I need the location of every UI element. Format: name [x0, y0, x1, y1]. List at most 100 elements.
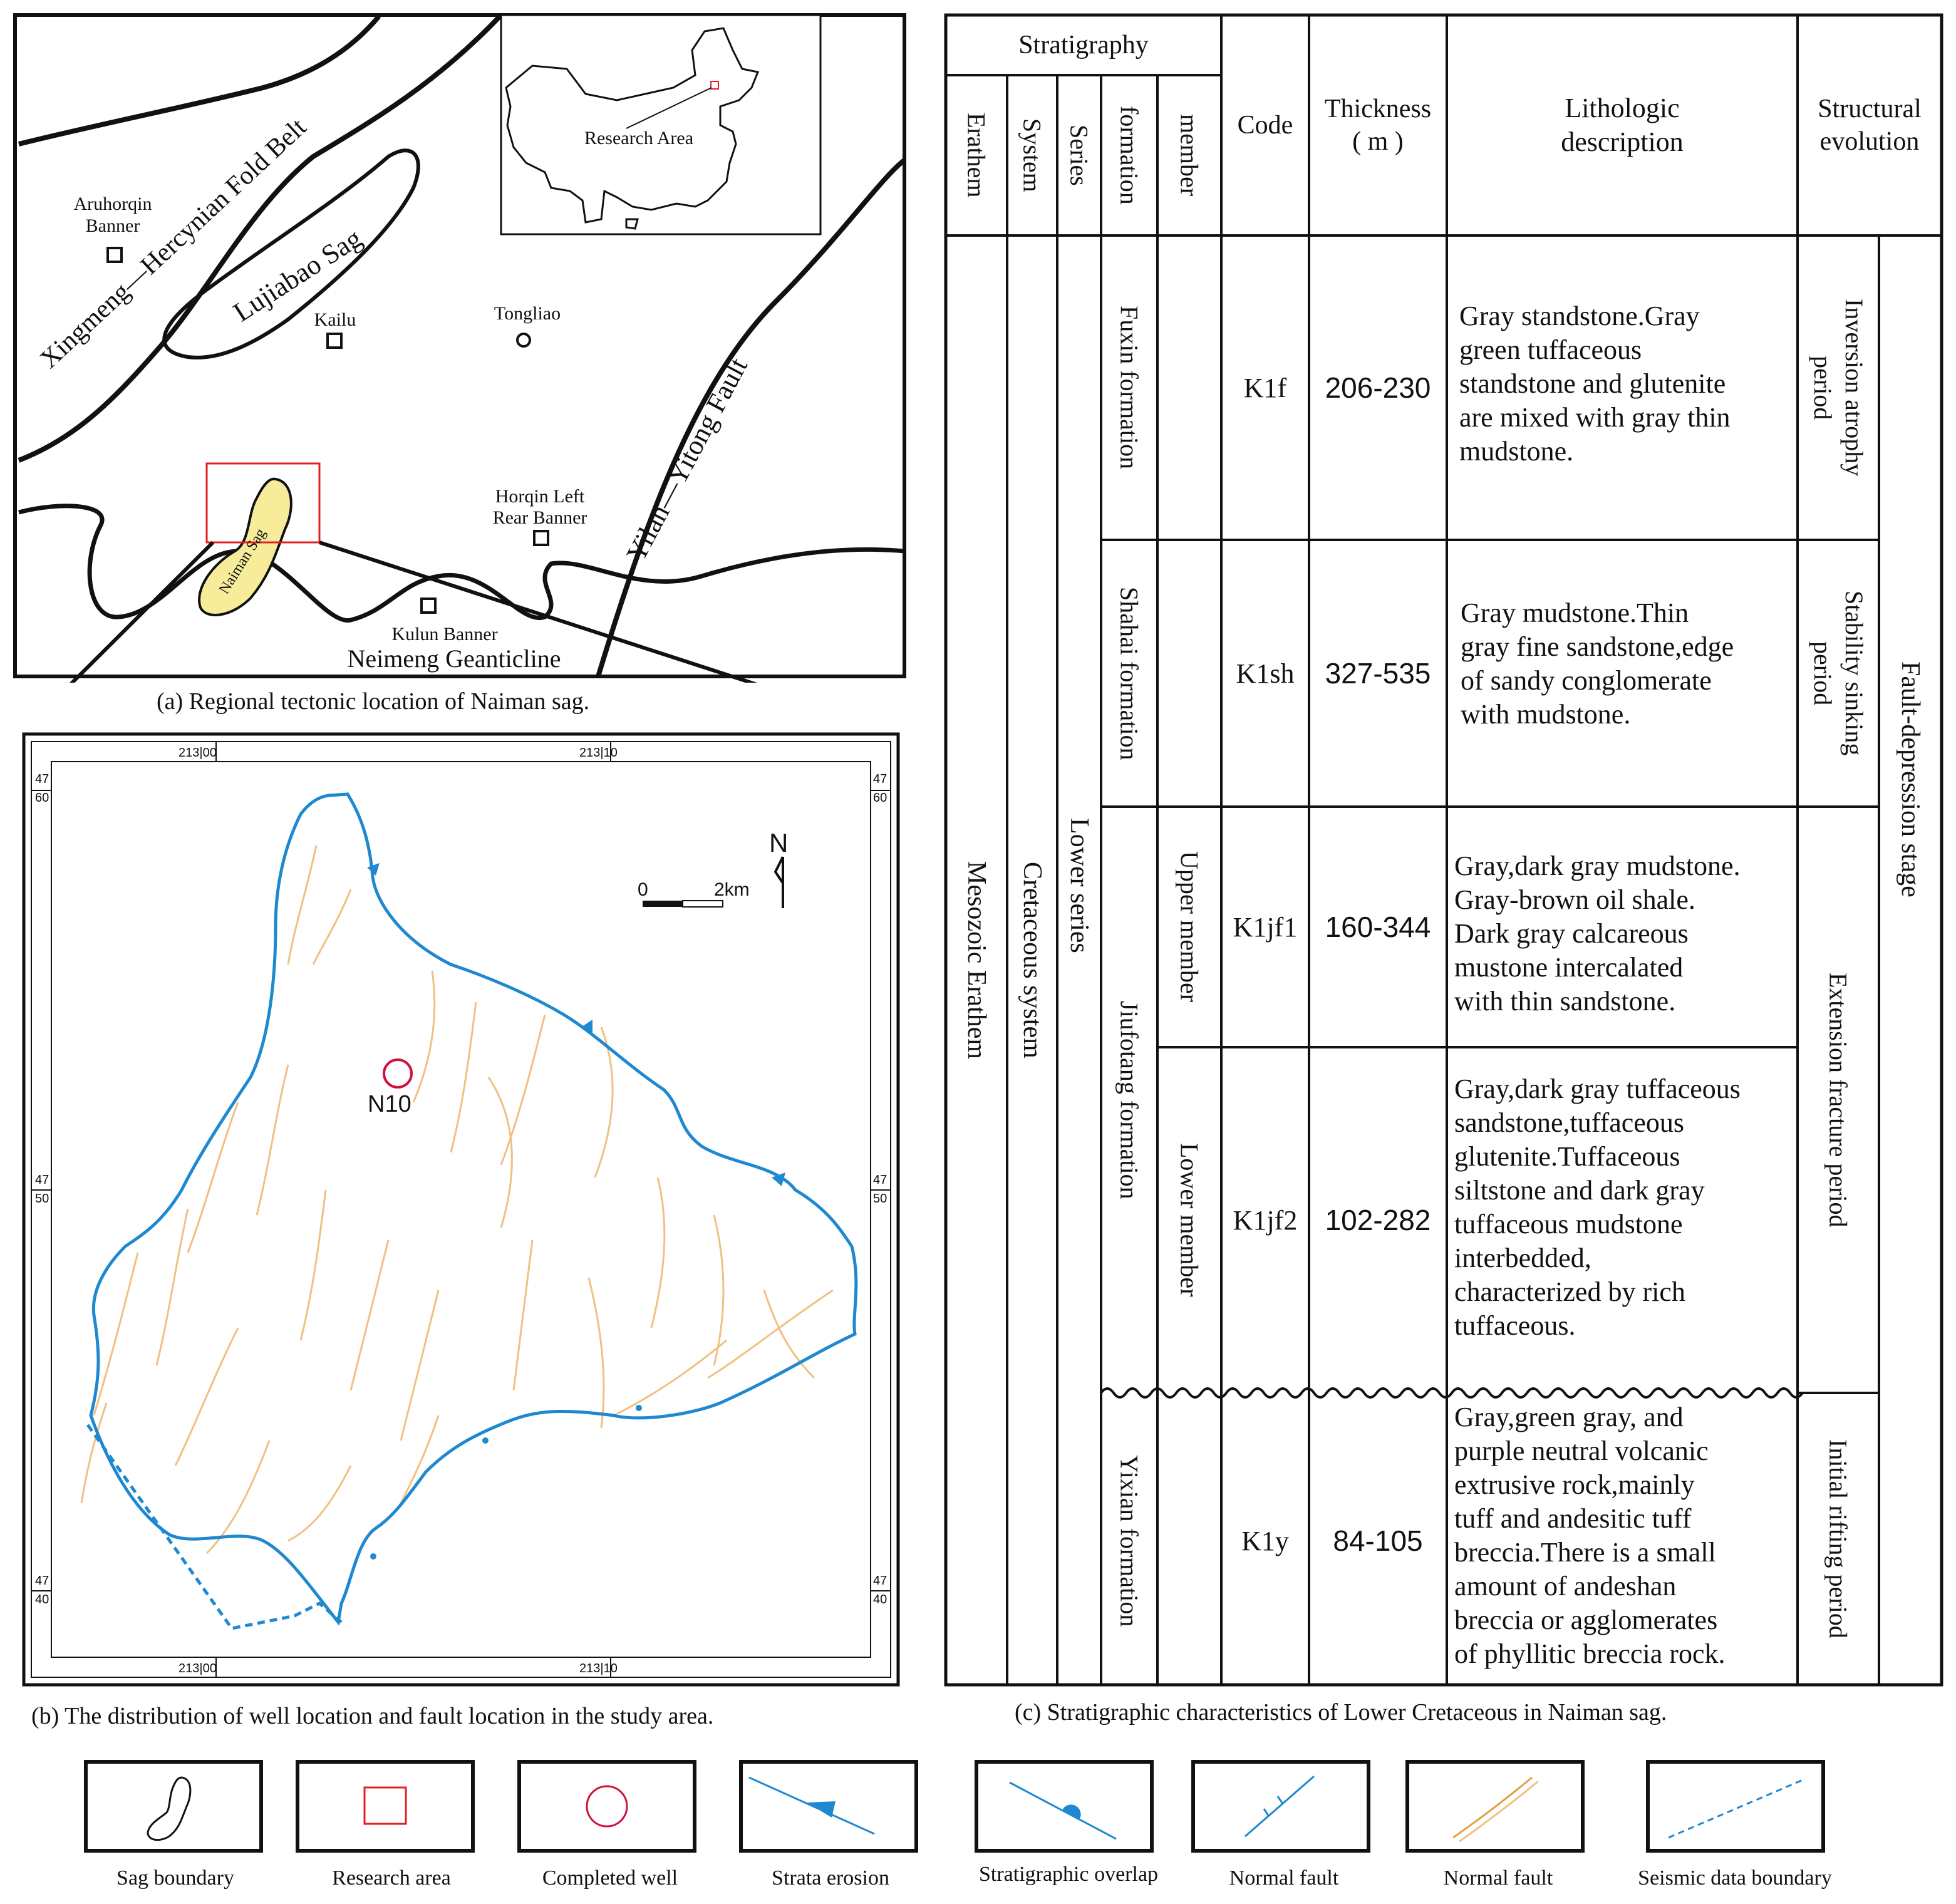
thick-k1jf2: 102-282: [1325, 1204, 1431, 1236]
grid-y40-right-b: 40: [873, 1593, 887, 1606]
thick-k1jf1: 160-344: [1325, 911, 1431, 943]
well-n10-marker: [383, 1058, 413, 1089]
horqin-marker: [533, 530, 549, 546]
label-horqin-1: Horqin Left: [495, 486, 585, 507]
legend-sag-boundary: [84, 1760, 263, 1853]
grid-y50-left-b: 50: [35, 1192, 49, 1206]
grid-y40-left-b: 40: [35, 1593, 49, 1606]
grid-y50-right-a: 47: [873, 1173, 887, 1187]
header-stratigraphy: Stratigraphy: [1018, 31, 1149, 59]
code-k1f: K1f: [1243, 372, 1287, 403]
member-lower: Lower member: [1175, 1143, 1204, 1297]
china-research-marker: [710, 81, 719, 90]
grid-x-top-left: 213|00: [179, 746, 217, 760]
china-pointer-line: [626, 87, 712, 129]
strata-erosion-icon: [748, 1776, 875, 1835]
formation-fuxin: Fuxin formation: [1115, 306, 1144, 470]
legend-completed-well: [517, 1760, 696, 1853]
completed-well-icon: [586, 1785, 628, 1828]
code-k1jf2: K1jf2: [1233, 1204, 1298, 1236]
fold-belt-line-north: [18, 14, 381, 147]
china-outline: [505, 27, 760, 224]
series-cell: Lower series: [1065, 818, 1094, 953]
overlap-mark-3: [370, 1553, 376, 1560]
header-series: Series: [1065, 125, 1094, 186]
lith-k1f: Gray standstone.Gray green tuffaceous st…: [1459, 301, 1731, 467]
grid-y60-left-a: 47: [35, 772, 49, 786]
lith-k1jf2: Gray,dark gray tuffaceous sandstone,tuff…: [1454, 1074, 1741, 1341]
well-n10-label: N10: [368, 1091, 411, 1117]
thick-k1sh: 327-535: [1325, 657, 1431, 690]
scale-bar-black: [643, 901, 683, 907]
header-structural: Structural evolution: [1818, 95, 1922, 156]
grid-y50-left-a: 47: [35, 1173, 49, 1187]
label-kailu: Kailu: [314, 309, 356, 330]
legend-seismic-boundary: [1646, 1760, 1825, 1853]
china-inset-frame: [500, 14, 822, 235]
formation-shahai: Shahai formation: [1115, 586, 1144, 760]
china-island: [625, 218, 639, 230]
legend-stratigraphic-overlap: [975, 1760, 1154, 1853]
legend-normal-fault-orange: [1405, 1760, 1585, 1853]
seismic-boundary-icon: [1668, 1779, 1803, 1839]
header-code: Code: [1237, 111, 1293, 140]
erathem-cell: Mesozoic Erathem: [962, 861, 991, 1060]
map-a-frame: [13, 13, 906, 678]
north-label: N: [769, 828, 788, 857]
thick-k1y: 84-105: [1333, 1524, 1423, 1557]
normal-faults-orange: [80, 845, 834, 1555]
formation-jiufotang: Jiufotang formation: [1115, 1000, 1144, 1199]
legend-label-normal-fault-orange: Normal fault: [1443, 1866, 1553, 1890]
legend-label-completed-well: Completed well: [542, 1866, 678, 1890]
header-lithology: Lithologic description: [1561, 93, 1684, 157]
scale-km: 2km: [714, 879, 750, 900]
thick-k1f: 206-230: [1325, 371, 1431, 404]
erosion-mark-3: [772, 1172, 785, 1186]
lujiabao-sag-outline: [162, 148, 420, 360]
member-upper: Upper member: [1175, 851, 1204, 1003]
period-inversion: Inversion atrophy period: [1809, 299, 1868, 477]
sag-boundary-blue: [89, 792, 858, 1626]
grid-y40-right-a: 47: [873, 1574, 887, 1588]
legend-label-research-area: Research area: [332, 1866, 451, 1890]
period-stability: Stability sinking period: [1809, 591, 1868, 756]
header-member: member: [1175, 114, 1204, 197]
pointer-left: [69, 541, 215, 683]
formation-yixian: Yixian formation: [1115, 1454, 1144, 1627]
header-formation: formation: [1115, 106, 1144, 205]
tongliao-marker: [516, 333, 531, 348]
lith-k1jf1: Gray,dark gray mudstone. Gray-brown oil …: [1454, 851, 1741, 1017]
legend-strata-erosion: [739, 1760, 918, 1853]
grid-x-top-right: 213|10: [579, 746, 618, 760]
period-extension: Extension fracture period: [1824, 972, 1853, 1228]
research-area-icon: [363, 1786, 407, 1825]
grid-y60-right-b: 60: [873, 791, 887, 805]
stage-cell: Fault-depression stage: [1896, 661, 1925, 898]
stratigraphic-overlap-icon: [1009, 1781, 1117, 1840]
grid-y40-left-a: 47: [35, 1574, 49, 1588]
yilan-yitong-fault: [596, 157, 907, 678]
normal-fault-orange-icon: [1452, 1776, 1539, 1843]
research-area-box: [205, 462, 321, 544]
legend-normal-fault-blue: [1191, 1760, 1370, 1853]
erosion-mark-1: [367, 863, 380, 876]
label-aruhorqin-1: Aruhorqin: [74, 194, 152, 214]
grid-x-bot-right: 213|10: [579, 1662, 618, 1675]
aruhorqin-marker: [106, 247, 123, 263]
strat-table-grid: [944, 13, 1943, 1687]
kulun-marker: [420, 598, 437, 614]
system-cell: Cretaceous system: [1018, 862, 1047, 1058]
label-research-area: Research Area: [584, 128, 693, 148]
code-k1jf1: K1jf1: [1233, 911, 1298, 943]
southern-boundary: [18, 504, 906, 623]
code-k1y: K1y: [1241, 1525, 1289, 1556]
map-b-frame-inner: [31, 741, 891, 1678]
header-erathem: Erathem: [962, 113, 991, 198]
label-aruhorqin-2: Banner: [86, 215, 140, 236]
scale-bar-white: [682, 900, 723, 908]
normal-fault-blue-icon: [1244, 1775, 1315, 1838]
grid-y60-left-b: 60: [35, 791, 49, 805]
header-thickness: Thickness ( m ): [1324, 95, 1432, 156]
kailu-marker: [326, 333, 343, 349]
label-kulun: Kulun Banner: [391, 624, 497, 644]
